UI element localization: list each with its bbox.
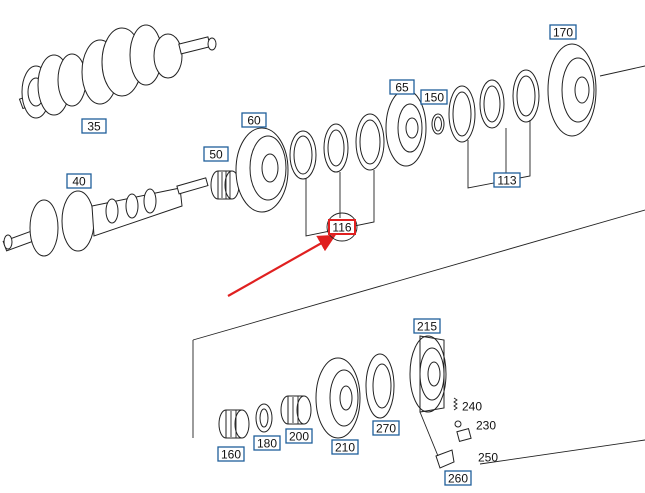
callout-box: [241, 112, 267, 128]
callout-label: 160: [221, 448, 241, 462]
callout-label: 270: [376, 422, 396, 436]
callout-box: [413, 318, 441, 334]
part-116-synchro-rings: [289, 113, 385, 237]
callout-210[interactable]: 210: [331, 439, 359, 455]
callout-250[interactable]: 250: [478, 451, 498, 465]
callout-label: 60: [247, 114, 261, 128]
callout-label: 113: [497, 174, 516, 188]
callout-170[interactable]: 170: [549, 24, 577, 40]
part-60-gear: [235, 127, 289, 213]
callout-box: [331, 439, 359, 455]
callout-270[interactable]: 270: [372, 420, 400, 436]
part-170-gear: [547, 43, 597, 137]
callout-box: [420, 89, 448, 105]
callout-50[interactable]: 50: [203, 146, 229, 162]
callout-60[interactable]: 60: [241, 112, 267, 128]
callout-label: 200: [289, 430, 309, 444]
callout-box: [389, 79, 415, 95]
part-215-synchro-hub: [409, 335, 447, 413]
part-210-gear: [315, 357, 361, 439]
part-113-synchro-set: [448, 69, 540, 189]
callout-180[interactable]: 180: [253, 435, 281, 451]
callout-label: 116: [332, 221, 351, 235]
callout-240[interactable]: 240: [462, 400, 482, 414]
callout-150[interactable]: 150: [420, 89, 448, 105]
callout-box: [217, 446, 245, 462]
callout-box: [372, 420, 400, 436]
callout-230[interactable]: 230: [476, 419, 496, 433]
part-180-washer: [255, 403, 273, 433]
part-65-synchro-hub: [385, 89, 427, 167]
part-40-main-shaft: [2, 177, 209, 257]
callout-box: [66, 173, 92, 189]
callout-box: [444, 470, 472, 486]
callout-box: [81, 118, 107, 134]
callout-box: [203, 146, 229, 162]
callout-65[interactable]: 65: [389, 79, 415, 95]
callout-35[interactable]: 35: [81, 118, 107, 134]
callout-label: 215: [417, 320, 437, 334]
callout-215[interactable]: 215: [413, 318, 441, 334]
callout-label: 50: [209, 148, 223, 162]
callout-box: [285, 428, 313, 444]
callout-layer: 35 40 50 60 65 116 113 150 170 215 160 180 200 210 270…: [66, 24, 577, 486]
part-250-detent: [456, 428, 472, 442]
callout-label: 260: [448, 472, 468, 486]
part-270-synchro-ring: [365, 353, 395, 419]
callout-113[interactable]: 113: [493, 172, 521, 188]
callout-160[interactable]: 160: [217, 446, 245, 462]
section-frame: [192, 65, 645, 465]
highlight-arrow: [227, 234, 336, 297]
part-150-ring: [431, 113, 445, 135]
callout-label: 65: [395, 81, 409, 95]
part-35-cluster-shaft: [18, 24, 217, 119]
part-240-spring: [453, 397, 458, 411]
callout-label: 240: [462, 400, 482, 414]
callout-label: 180: [257, 437, 277, 451]
part-200-needle-bearing: [280, 395, 312, 425]
callout-label: 40: [72, 175, 86, 189]
part-230-ball: [454, 420, 462, 428]
callout-box: [253, 435, 281, 451]
callout-260[interactable]: 260: [444, 470, 472, 486]
callout-40[interactable]: 40: [66, 173, 92, 189]
callout-200[interactable]: 200: [285, 428, 313, 444]
callout-ring: [326, 212, 358, 242]
part-260-sleeve: [419, 411, 455, 469]
callout-label: 150: [424, 91, 444, 105]
callout-box: [328, 219, 356, 235]
part-160-needle-bearing: [218, 409, 250, 439]
callout-label: 230: [476, 419, 496, 433]
callout-label: 250: [478, 451, 498, 465]
callout-label: 210: [335, 441, 355, 455]
callout-box: [549, 24, 577, 40]
callout-label: 170: [553, 26, 573, 40]
callout-box: [493, 172, 521, 188]
callout-116[interactable]: 116: [326, 212, 358, 242]
part-50-needle-bearing: [210, 170, 240, 200]
callout-label: 35: [87, 120, 101, 134]
